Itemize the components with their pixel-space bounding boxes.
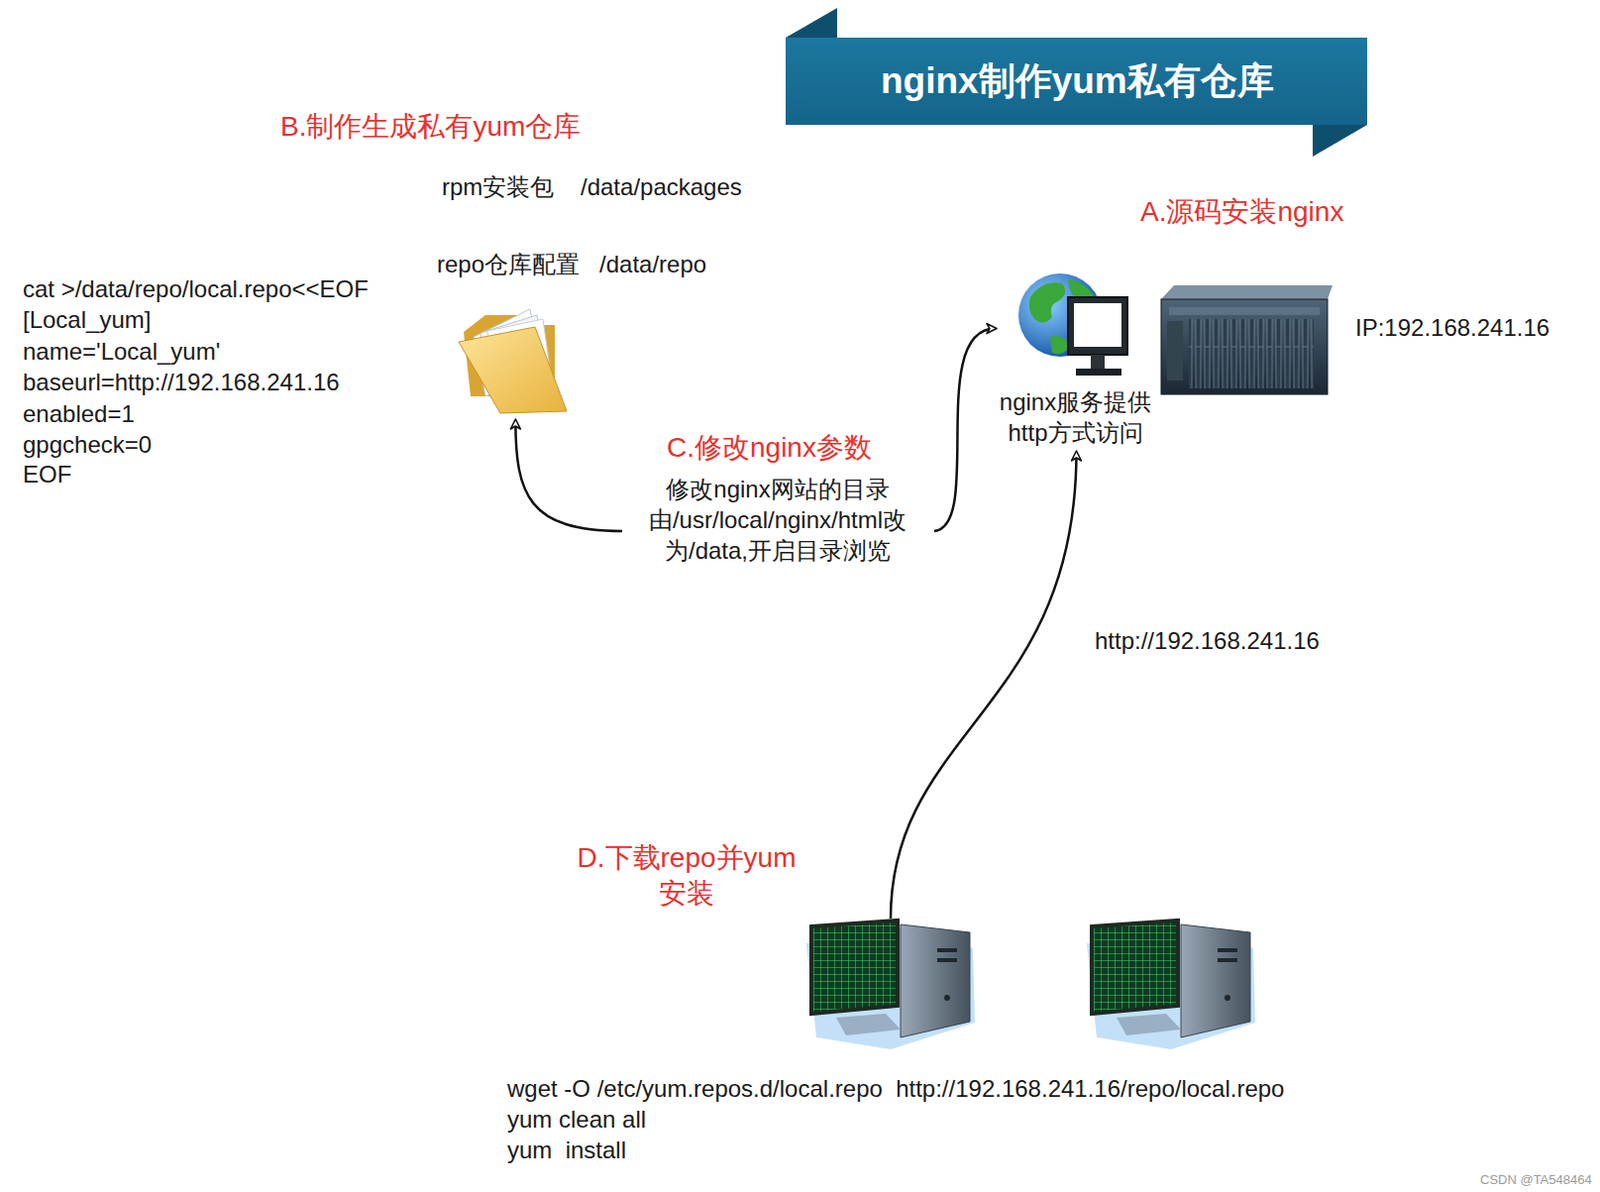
node-text: yum install bbox=[507, 1135, 627, 1166]
code-line: [Local_yum] bbox=[22, 305, 151, 335]
node-text: yum clean all bbox=[507, 1104, 646, 1135]
banner-fold bbox=[1312, 124, 1368, 157]
code-line: baseurl=http://192.168.241.16 bbox=[22, 367, 340, 398]
code-line: EOF bbox=[22, 459, 72, 490]
watermark: CSDN @TA548464 bbox=[1480, 1172, 1593, 1188]
node-text: repo仓库配置 /data/repo bbox=[436, 249, 707, 280]
server-icon bbox=[1161, 285, 1333, 395]
code-line: gpgcheck=0 bbox=[22, 429, 152, 460]
code-line: enabled=1 bbox=[22, 399, 135, 429]
curved-arrow bbox=[934, 328, 996, 532]
node-text: nginx服务提供 http方式访问 bbox=[997, 386, 1154, 448]
edge-label: http://192.168.241.16 bbox=[1091, 626, 1323, 656]
curved-arrow bbox=[515, 420, 623, 532]
repo-folder-node: B.制作生成私有yum仓库 rpm安装包 /data/packages repo仓库… bbox=[280, 105, 781, 421]
node-text: 修改nginx网站的目录 由/usr/local/nginx/html改 为/d… bbox=[646, 473, 909, 566]
nginx-config-node: C.修改nginx参数修改nginx网站的目录 由/usr/local/ngin… bbox=[622, 424, 935, 583]
title-banner bbox=[785, 37, 1368, 125]
banner-title: nginx制作yum私有仓库 bbox=[880, 58, 1275, 105]
web-server-icon bbox=[1018, 273, 1128, 376]
step-label: A.源码安装nginx bbox=[1140, 194, 1344, 229]
node-text: C.修改nginx参数 bbox=[666, 429, 872, 465]
curved-arrow bbox=[890, 451, 1077, 919]
code-line: cat >/data/repo/local.repo<<EOF bbox=[22, 274, 369, 305]
folder-icon bbox=[458, 309, 567, 414]
node-text: wget -O /etc/yum.repos.d/local.repo http… bbox=[507, 1073, 1284, 1104]
client-computer bbox=[806, 920, 975, 1050]
ip-label: IP:192.168.241.16 bbox=[1355, 313, 1550, 343]
code-line: name='Local_yum' bbox=[22, 336, 220, 367]
node-text: B.制作生成私有yum仓库 bbox=[280, 108, 581, 144]
node-text: rpm安装包 /data/packages bbox=[441, 172, 743, 203]
nginx-server-node: nginx服务提供 http方式访问 bbox=[995, 270, 1158, 452]
client-computer bbox=[1086, 920, 1256, 1050]
step-label: D.下载repo并yum 安装 bbox=[575, 840, 798, 912]
client-node: wget -O /etc/yum.repos.d/local.repo http… bbox=[507, 918, 1360, 1170]
